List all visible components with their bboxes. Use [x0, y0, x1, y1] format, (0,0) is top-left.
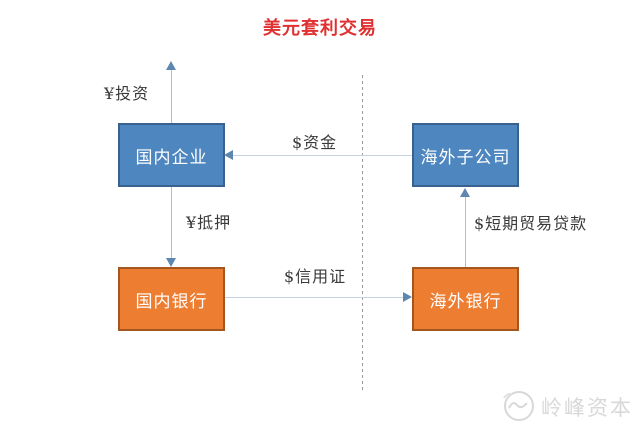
collateral-arrow-line: [171, 187, 172, 258]
box-domestic-enterprise-label: 国内企业: [135, 147, 208, 168]
trade-loan-arrowhead-up-icon: [460, 188, 470, 197]
box-overseas-subsidiary-label: 海外子公司: [420, 147, 511, 168]
box-domestic-bank-label: 国内银行: [135, 291, 208, 312]
box-overseas-subsidiary: 海外子公司: [412, 123, 519, 187]
letter-of-credit-arrowhead-right-icon: [403, 292, 412, 302]
diagram-title: 美元套利交易: [263, 18, 377, 39]
letter-of-credit-arrow-line: [225, 297, 403, 298]
investment-arrow-line: [171, 69, 172, 123]
box-domestic-bank: 国内银行: [118, 267, 225, 331]
box-overseas-bank-label: 海外银行: [429, 291, 502, 312]
funds-label: $资金: [292, 133, 338, 152]
funds-arrow-line: [233, 155, 412, 156]
trade-loan-arrow-line: [465, 196, 466, 267]
mountain-peak-logo-icon: [500, 386, 536, 428]
letter-of-credit-label: $信用证: [284, 267, 347, 286]
watermark-text: 岭峰资本: [541, 396, 633, 420]
watermark: 岭峰资本: [500, 386, 633, 428]
funds-arrowhead-left-icon: [224, 150, 233, 160]
collateral-label: ¥抵押: [186, 213, 232, 232]
trade-loan-label: $短期贸易贷款: [474, 214, 588, 233]
domestic-overseas-divider: [362, 75, 363, 390]
box-overseas-bank: 海外银行: [412, 267, 519, 331]
investment-label: ¥投资: [104, 84, 150, 103]
investment-arrowhead-up-icon: [166, 61, 176, 70]
collateral-arrowhead-down-icon: [166, 258, 176, 267]
box-domestic-enterprise: 国内企业: [118, 123, 225, 187]
